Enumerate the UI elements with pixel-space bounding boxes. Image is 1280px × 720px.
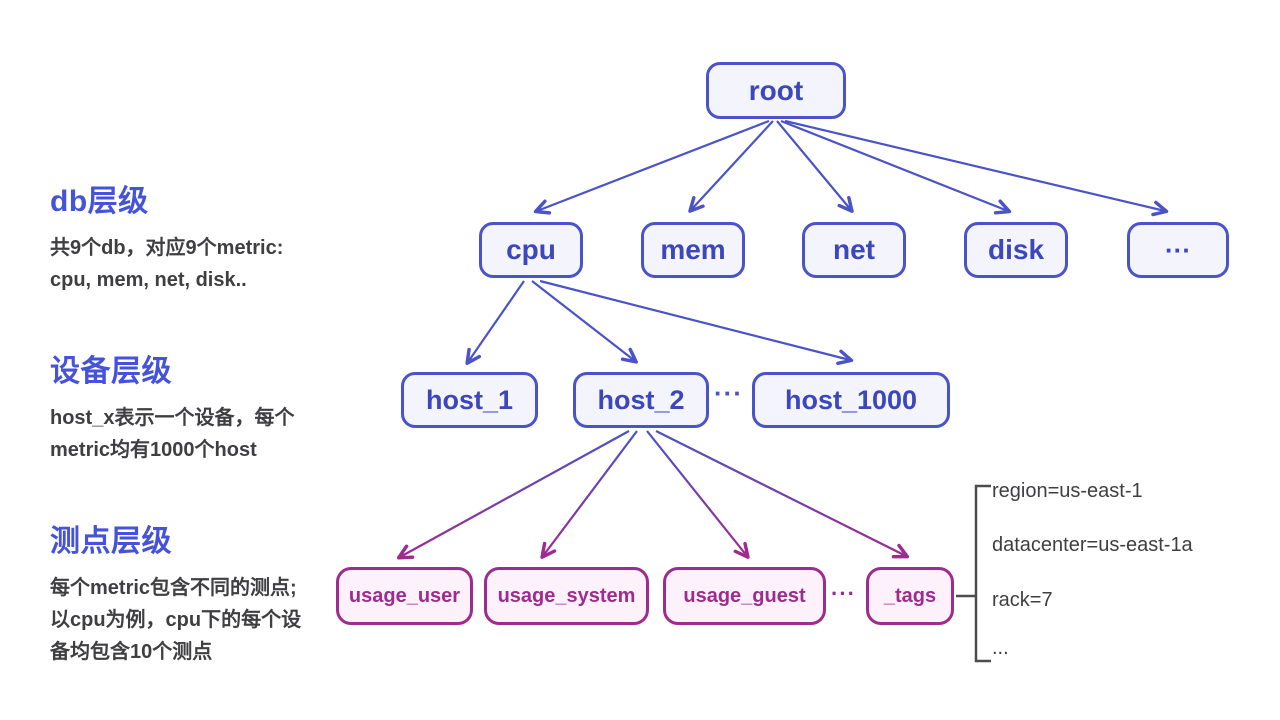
node-root: root — [706, 62, 846, 119]
node-db-ellipsis: ··· — [1127, 222, 1229, 278]
annotation-line: 每个metric包含不同的测点; — [50, 577, 297, 599]
annotation-body: host_x表示一个设备，每个 metric均有1000个host — [50, 402, 350, 466]
annotation-line: metric均有1000个host — [50, 439, 257, 461]
annotation-heading: 测点层级 — [50, 525, 172, 558]
node-host-2: host_2 — [573, 372, 709, 428]
metrics-ellipsis: ··· — [831, 581, 856, 606]
node-disk: disk — [964, 222, 1068, 278]
annotation-measure-level: 测点层级 每个metric包含不同的测点; 以cpu为例，cpu下的每个设 备均… — [50, 516, 350, 668]
node-usage-guest: usage_guest — [663, 567, 826, 625]
annotation-heading: 设备层级 — [50, 355, 172, 388]
tags-bracket — [956, 484, 991, 663]
annotation-line: 共9个db，对应9个metric: — [50, 237, 284, 259]
annotation-device-level: 设备层级 host_x表示一个设备，每个 metric均有1000个host — [50, 346, 350, 466]
tag-rack: rack=7 — [992, 589, 1053, 611]
annotation-line: cpu, mem, net, disk.. — [50, 269, 247, 291]
annotation-db-level: db层级 共9个db，对应9个metric: cpu, mem, net, di… — [50, 176, 350, 296]
tag-datacenter: datacenter=us-east-1a — [992, 534, 1193, 556]
node-usage-user: usage_user — [336, 567, 473, 625]
node-mem: mem — [641, 222, 745, 278]
arrows-root-to-db — [533, 119, 1169, 217]
annotation-line: host_x表示一个设备，每个 — [50, 407, 295, 429]
node-tags: _tags — [866, 567, 954, 625]
node-cpu: cpu — [479, 222, 583, 278]
annotation-body: 共9个db，对应9个metric: cpu, mem, net, disk.. — [50, 232, 350, 296]
annotation-line: 以cpu为例，cpu下的每个设 — [50, 609, 302, 631]
arrows-cpu-to-hosts — [465, 279, 854, 366]
annotation-line: 备均包含10个测点 — [50, 641, 213, 663]
annotation-heading: db层级 — [50, 185, 149, 218]
node-host-1000: host_1000 — [752, 372, 950, 428]
tag-region: region=us-east-1 — [992, 480, 1143, 502]
annotation-body: 每个metric包含不同的测点; 以cpu为例，cpu下的每个设 备均包含10个… — [50, 572, 350, 668]
node-net: net — [802, 222, 906, 278]
arrows-host-to-metrics — [396, 430, 910, 560]
tag-ellipsis: ... — [992, 637, 1009, 659]
node-usage-system: usage_system — [484, 567, 649, 625]
node-host-1: host_1 — [401, 372, 538, 428]
hosts-ellipsis: ··· — [714, 378, 743, 408]
